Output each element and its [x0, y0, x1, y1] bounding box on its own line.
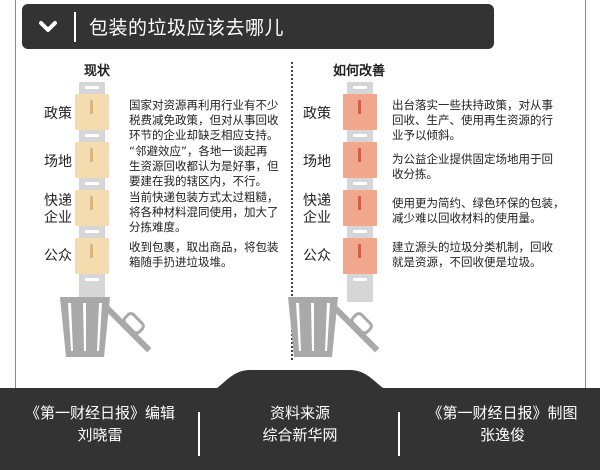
chevron-down-icon	[39, 20, 57, 32]
current-desc-policy: 国家对资源再利用行业有不少 税费减免政策，但对从事回收 环节的企业却缺乏相应支持…	[129, 98, 279, 142]
current-desc-site: “邻避效应”，各地一谈起再 生资源回收都认为是好事，但 要建在我的辖区内，不行。	[129, 144, 279, 188]
improve-label-site: 场地	[303, 154, 331, 170]
current-label-public: 公众	[44, 248, 72, 264]
trash-can-icon	[60, 297, 152, 357]
improve-label-courier: 快递 企业	[303, 193, 331, 226]
current-desc-public: 收到包裹，取出商品，将包装 箱随手扔进垃圾堆。	[129, 240, 279, 269]
current-column-title: 现状	[84, 64, 111, 79]
current-label-site: 场地	[44, 154, 72, 170]
current-label-courier: 快递 企业	[44, 193, 72, 226]
section-header: 包装的垃圾应该去哪儿	[22, 4, 494, 49]
current-desc-courier: 当前快递包装方式太过粗糙， 将各种材料混同使用，加大了 分拣难度。	[129, 190, 279, 234]
collapse-toggle[interactable]	[22, 4, 74, 49]
current-box-stack	[75, 82, 109, 302]
trash-can-icon	[288, 297, 380, 357]
package-box-icon	[75, 190, 109, 226]
footer-source: 资料来源 综合新华网	[262, 404, 338, 444]
page-title: 包装的垃圾应该去哪儿	[89, 17, 285, 39]
improve-desc-site: 为公益企业提供固定场地用于回 收分拣。	[392, 152, 553, 181]
improve-label-public: 公众	[303, 248, 331, 264]
package-box-icon	[343, 190, 377, 226]
package-box-icon	[343, 142, 377, 178]
improve-column-title: 如何改善	[333, 64, 386, 79]
improve-desc-public: 建立源头的垃圾分类机制，回收 就是资源，不回收便是垃圾。	[392, 240, 553, 269]
footer-editor: 《第一财经日报》编辑 刘晓雷	[24, 404, 175, 444]
improve-desc-courier: 使用更为简约、绿色环保的包装， 减少难以回收材料的使用量。	[392, 196, 565, 225]
improve-box-stack	[343, 82, 377, 302]
package-box-icon	[75, 142, 109, 178]
footer-separator	[398, 412, 400, 456]
footer-separator	[198, 412, 200, 456]
header-separator	[74, 11, 76, 42]
package-box-icon	[343, 238, 377, 274]
improve-label-policy: 政策	[303, 106, 331, 122]
column-divider	[291, 62, 293, 360]
improve-desc-policy: 出台落实一些扶持政策，对从事 回收、生产、使用再生资源的行 业予以倾斜。	[392, 98, 553, 142]
footer-graphics: 《第一财经日报》制图 张逸俊	[427, 404, 578, 444]
package-box-icon	[343, 94, 377, 130]
current-label-policy: 政策	[44, 106, 72, 122]
credits-footer	[0, 388, 600, 470]
package-box-icon	[75, 238, 109, 274]
package-box-icon	[75, 94, 109, 130]
